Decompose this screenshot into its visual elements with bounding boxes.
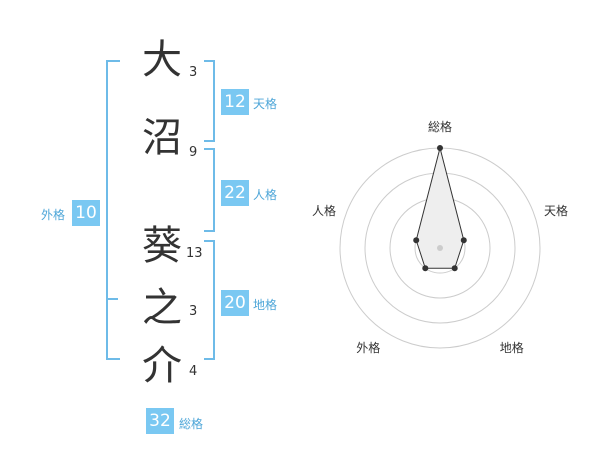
chikaku-bracket — [204, 240, 215, 360]
gaikaku-bracket-divider — [106, 298, 118, 300]
tenkaku-bracket — [204, 60, 215, 142]
radar-axis-label-3: 地格 — [499, 340, 524, 355]
radar-axis-label-2: 天格 — [544, 204, 569, 219]
stroke-count-2: 9 — [189, 145, 198, 160]
radar-point-2 — [460, 237, 467, 244]
radar-point-3 — [451, 265, 458, 272]
jinkaku-value: 22 — [221, 180, 249, 206]
gaikaku-bracket — [106, 60, 120, 360]
radar-point-4 — [422, 265, 429, 272]
name-char-3: 葵 — [142, 223, 182, 269]
name-char-1: 大 — [142, 37, 182, 83]
radar-axis-label-5: 人格 — [311, 204, 336, 219]
name-char-2: 沼 — [142, 115, 182, 161]
stroke-count-5: 4 — [189, 364, 198, 379]
radar-axis-label-4: 外格 — [356, 340, 381, 355]
stroke-count-1: 3 — [189, 65, 198, 80]
tenkaku-label: 天格 — [253, 97, 278, 111]
gaikaku-value: 10 — [72, 200, 100, 226]
name-char-4: 之 — [142, 285, 182, 331]
stroke-count-4: 3 — [189, 304, 198, 319]
soukaku-label: 総格 — [179, 417, 204, 431]
tenkaku-value: 12 — [221, 89, 249, 115]
jinkaku-label: 人格 — [253, 188, 278, 202]
radar-point-5 — [413, 237, 420, 244]
gaikaku-label: 外格 — [41, 208, 66, 222]
soukaku-value: 32 — [146, 408, 174, 434]
radar-center — [437, 245, 443, 251]
radar-value-polygon — [415, 147, 465, 269]
jinkaku-bracket — [204, 148, 215, 232]
radar-axis-label-1: 総格 — [428, 120, 453, 134]
chikaku-value: 20 — [221, 290, 249, 316]
name-char-5: 介 — [142, 343, 182, 389]
chikaku-label: 地格 — [253, 298, 278, 312]
stroke-count-3: 13 — [186, 246, 203, 261]
radar-point-1 — [437, 145, 443, 151]
